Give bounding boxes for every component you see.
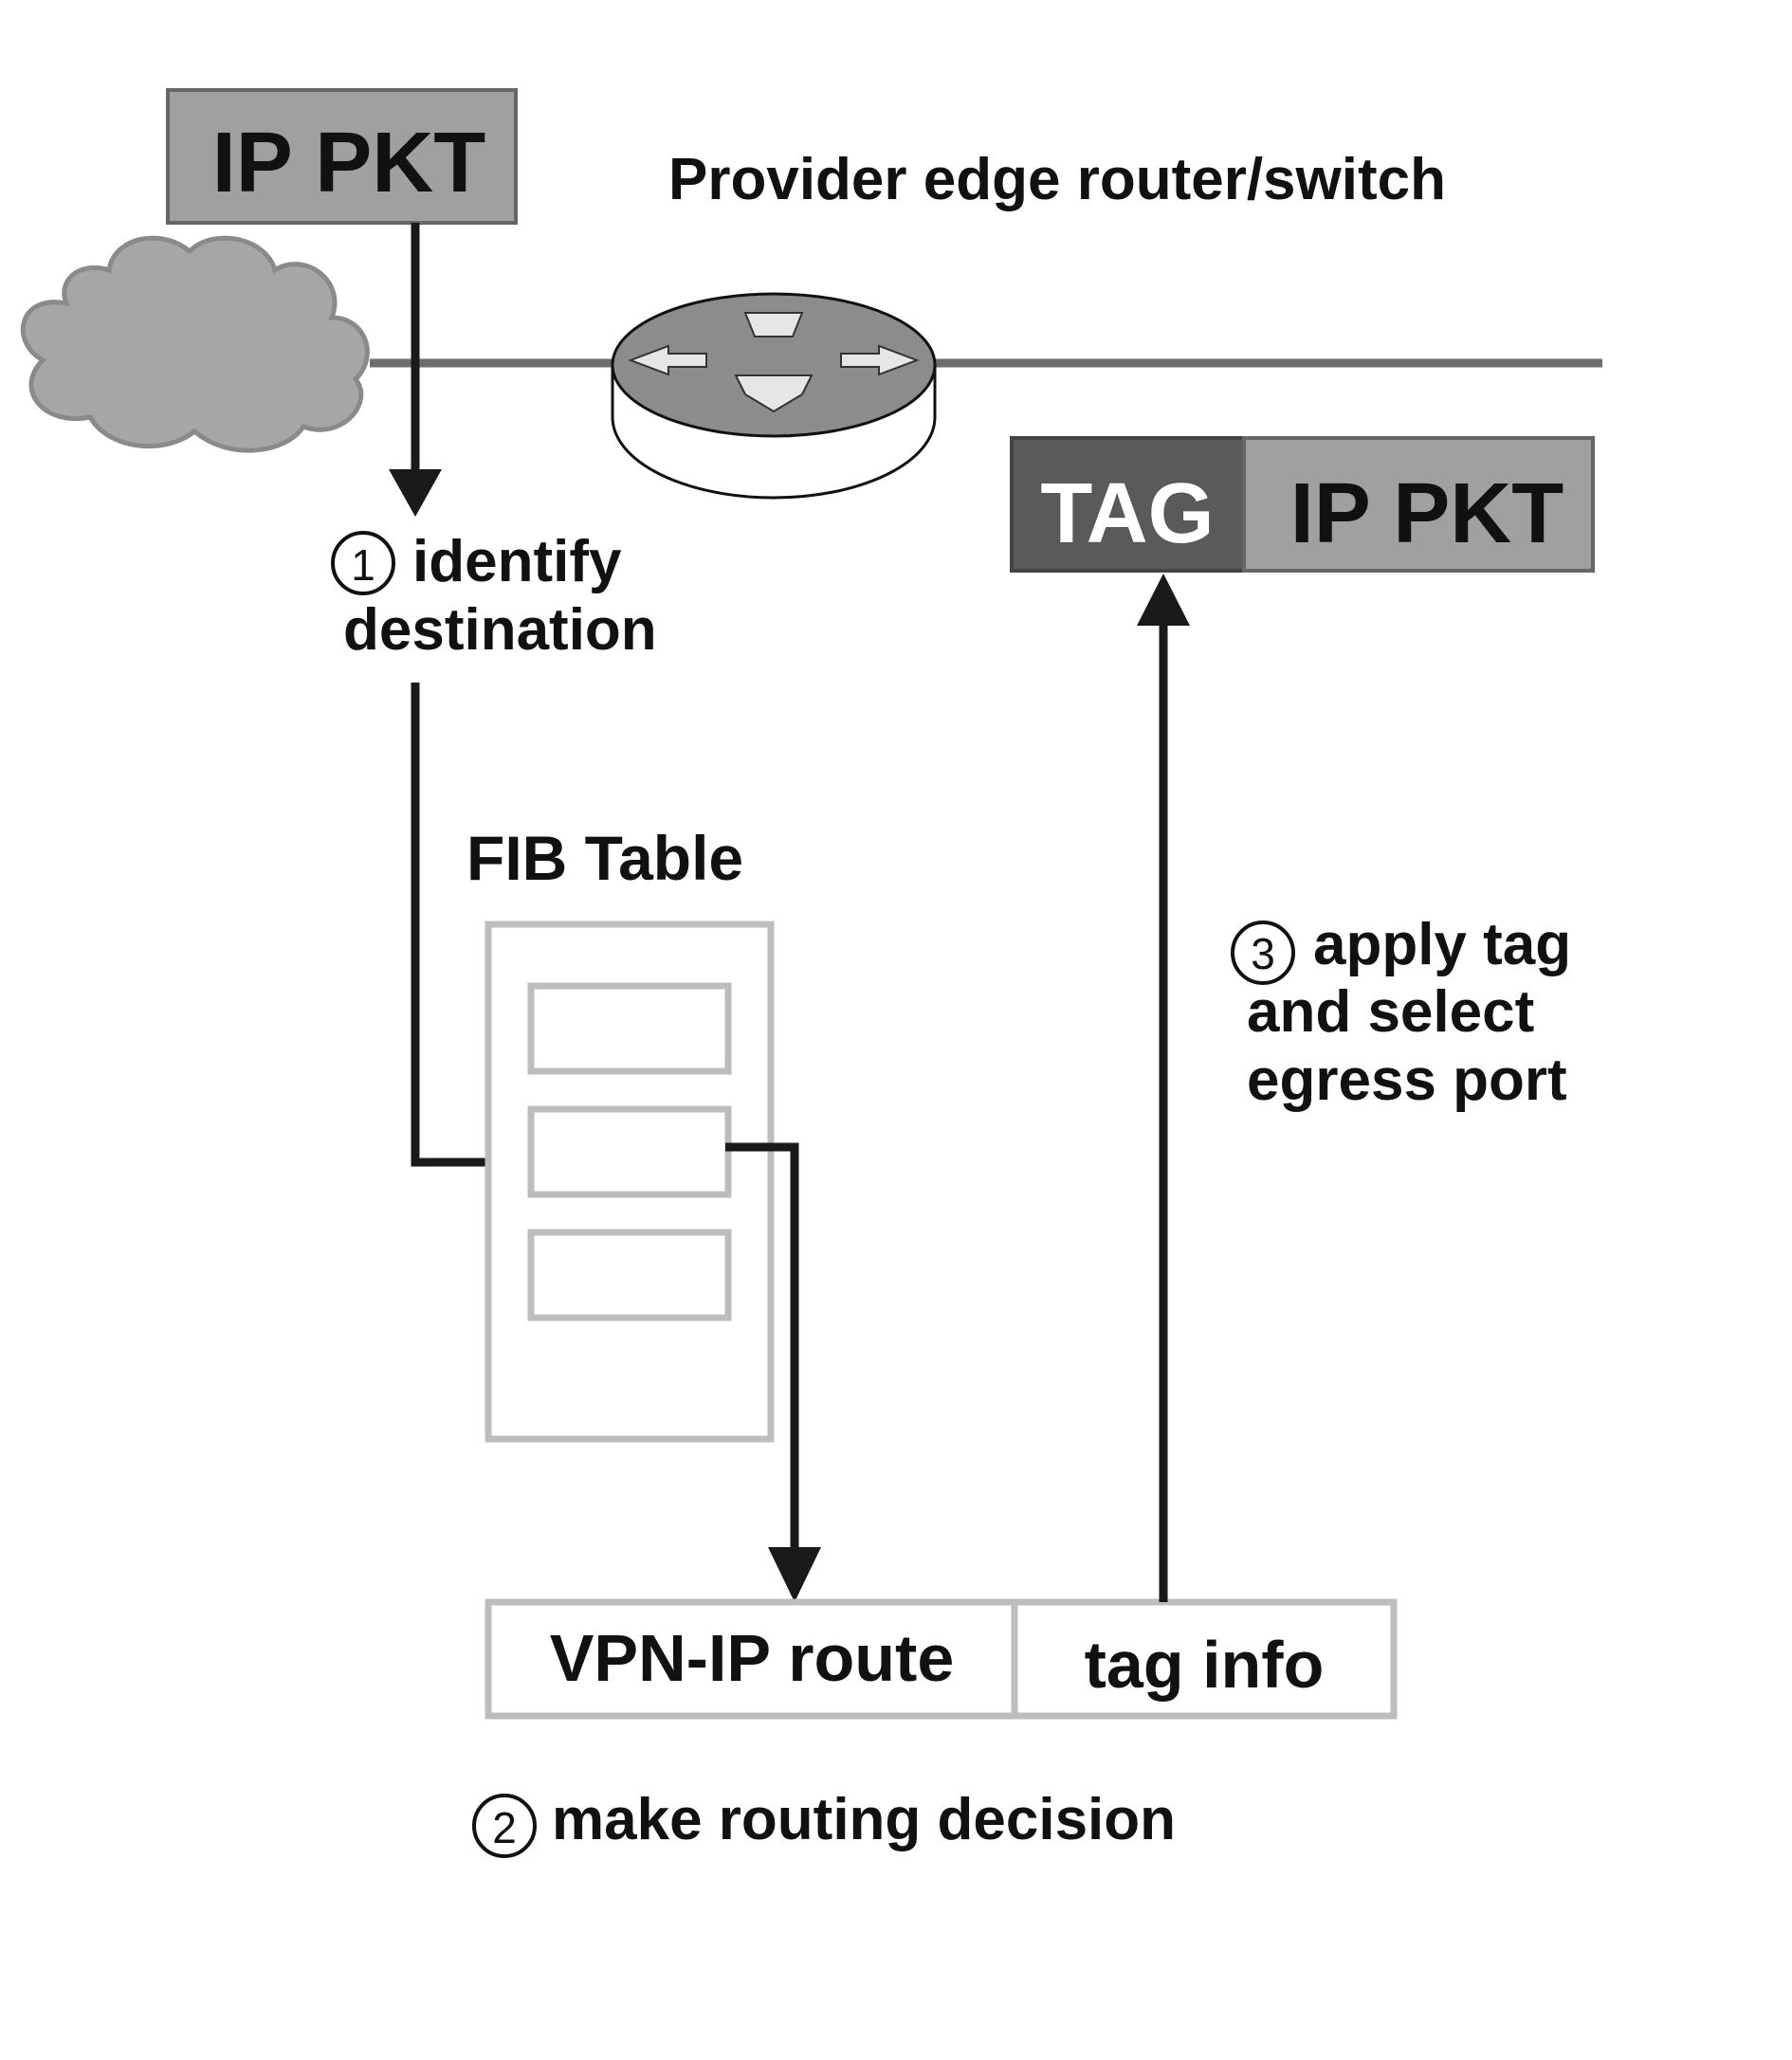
incoming-packet-label: IP PKT — [212, 116, 485, 210]
fib-table-title: FIB Table — [466, 823, 743, 893]
step-3-badge — [1231, 921, 1295, 985]
step-2-badge — [472, 1794, 537, 1858]
step-3-number: 3 — [1251, 929, 1275, 978]
step-3-line1: apply tag — [1313, 912, 1571, 977]
arrow-to-route-entry — [725, 1142, 821, 1602]
step-1-line1: identify — [412, 529, 622, 594]
step-3-apply-tag: 3 apply tag and select egress port — [1231, 912, 1571, 1113]
incoming-ip-packet: IP PKT — [166, 88, 518, 225]
outgoing-tagged-packet: TAG IP PKT — [1010, 436, 1595, 573]
router-icon — [611, 292, 937, 500]
step-3-line3: egress port — [1247, 1048, 1567, 1113]
arrow-to-tag — [1137, 574, 1190, 1602]
step-1-badge — [331, 531, 395, 595]
diagram-title: Provider edge router/switch — [668, 147, 1446, 212]
fib-entry — [527, 1229, 732, 1322]
outgoing-packet-label: IP PKT — [1290, 466, 1563, 561]
step-1-number: 1 — [351, 540, 375, 590]
tag-info-label: tag info — [1085, 1628, 1325, 1702]
arrow-to-identify — [389, 223, 442, 517]
step-2-routing-decision: 2 make routing decision — [472, 1787, 1176, 1858]
route-entry: VPN-IP route tag info — [485, 1598, 1398, 1720]
fib-entry — [527, 982, 732, 1075]
fib-entry — [527, 1105, 732, 1198]
tag-label: TAG — [1040, 466, 1214, 561]
vpn-ip-route-label: VPN-IP route — [550, 1621, 955, 1695]
fib-table — [485, 921, 775, 1443]
step-3-line2: and select — [1247, 979, 1534, 1045]
step-1-identify: 1 identify destination — [331, 529, 657, 663]
step-1-line2: destination — [343, 597, 657, 663]
step-2-line1: make routing decision — [552, 1787, 1176, 1852]
step-2-number: 2 — [492, 1803, 517, 1852]
cloud-icon — [20, 235, 370, 453]
